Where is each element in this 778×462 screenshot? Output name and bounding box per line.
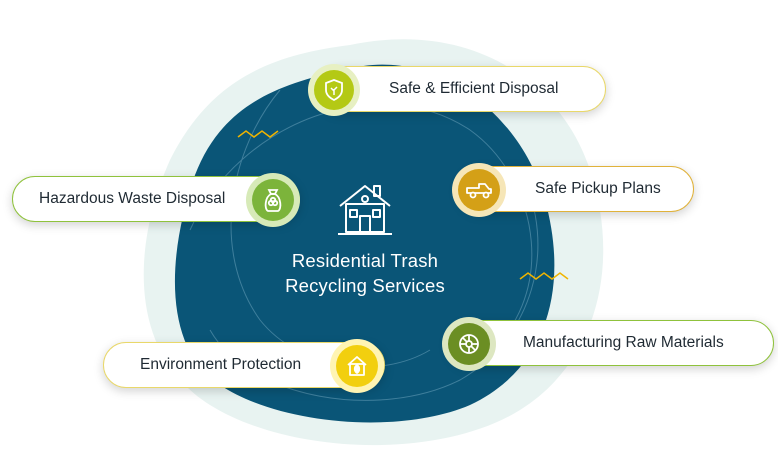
center-title-line1: Residential Trash: [291, 250, 439, 271]
decor-line: [189, 103, 533, 361]
service-safe-efficient-disposal: Safe & Efficient Disposal: [318, 66, 606, 112]
service-manufacturing-raw-materials: Manufacturing Raw Materials: [448, 320, 774, 366]
center-title: Residential Trash Recycling Services: [250, 248, 480, 298]
service-label: Safe & Efficient Disposal: [389, 80, 559, 97]
center-title-line2: Recycling Services: [285, 275, 445, 296]
zigzag-accent: [519, 272, 569, 280]
center-label: Residential Trash Recycling Services: [250, 178, 480, 298]
wire-spool-icon: [442, 317, 496, 371]
service-label: Manufacturing Raw Materials: [523, 334, 724, 351]
shield-leaf-icon: [308, 64, 360, 116]
service-label: Hazardous Waste Disposal: [39, 190, 226, 207]
zigzag-accent: [237, 130, 279, 138]
pickup-truck-icon: [452, 163, 506, 217]
service-label: Environment Protection: [140, 356, 302, 373]
eco-home-icon: [330, 339, 384, 393]
waste-bag-icon: [246, 173, 300, 227]
service-label: Safe Pickup Plans: [535, 180, 661, 197]
house-icon: [338, 185, 392, 235]
